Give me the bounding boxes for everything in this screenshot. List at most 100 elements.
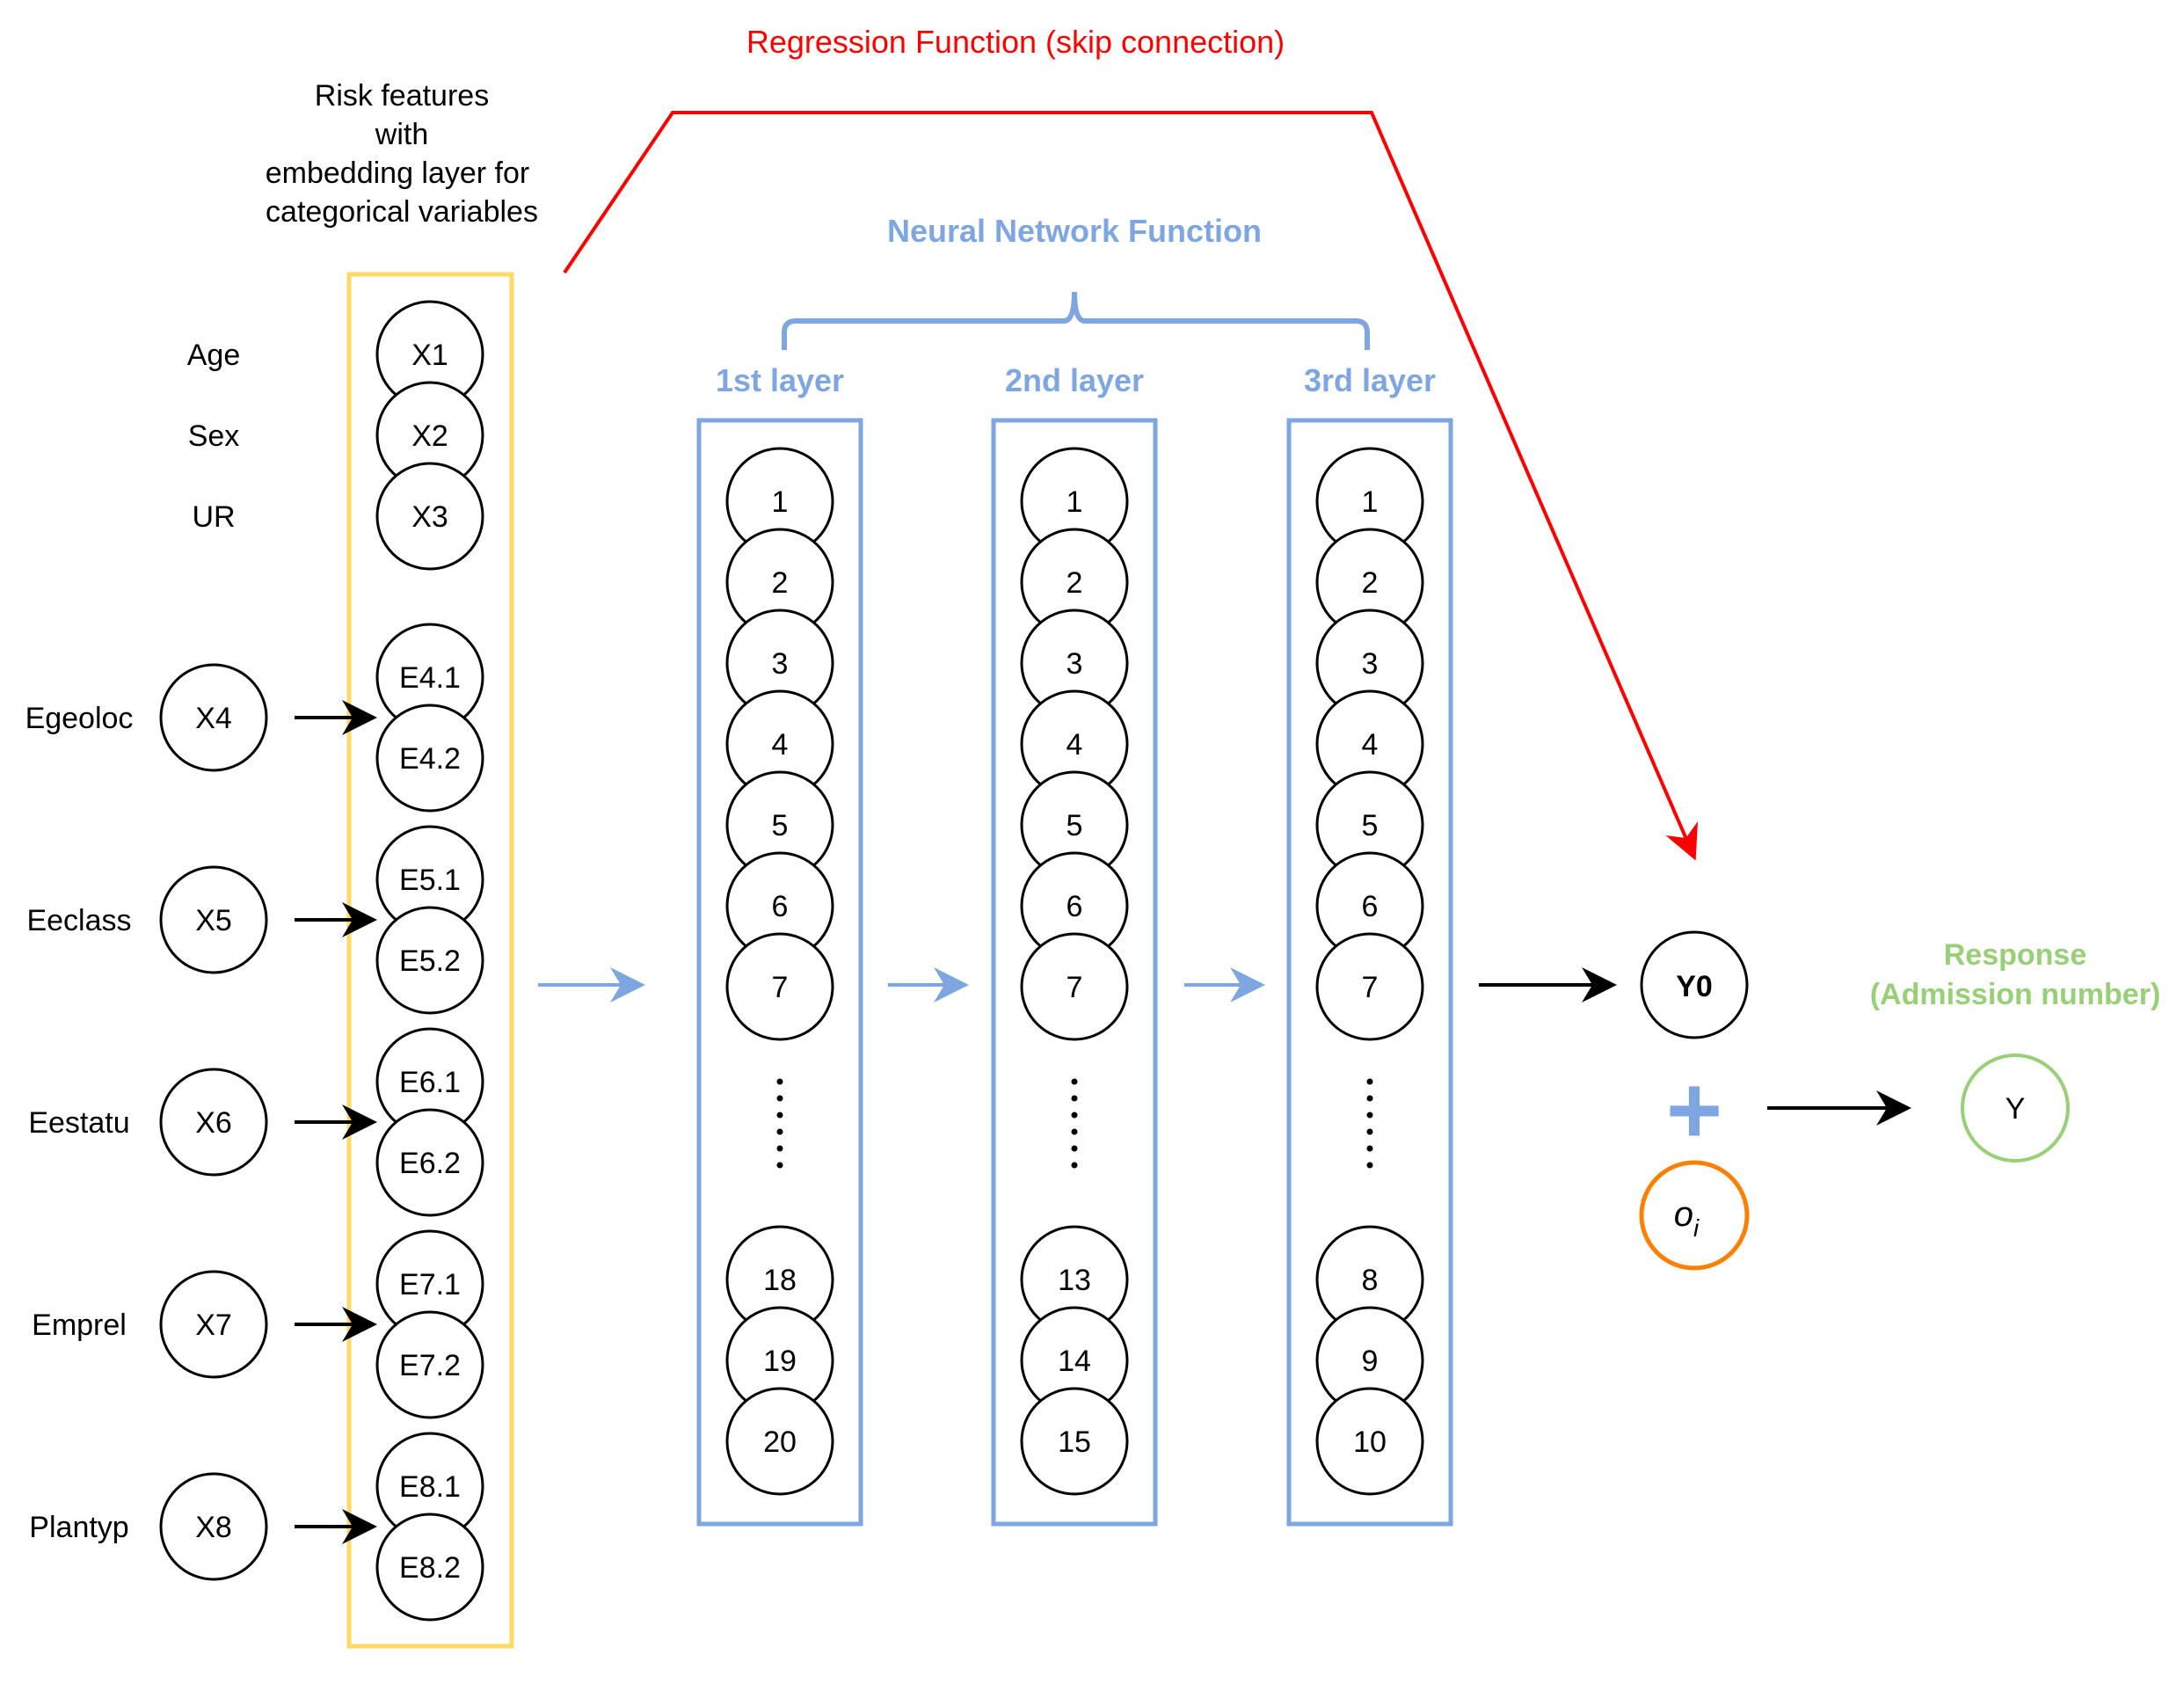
nn-layer-2-box [991,418,1158,1527]
categorical-label-eestatu: Eestatu [28,1106,129,1140]
nn-function-label: Neural Network Function [887,213,1262,249]
nn-layer-2-node-5-label: 5 [1067,809,1083,842]
input-heading-line-2: with [375,118,428,151]
embedding-node-e7-2-circle [375,1310,484,1419]
embedding-node-e8-2-label: E8.2 [399,1551,461,1585]
embedding-node-e6-1-label: E6.1 [399,1066,461,1099]
input-node-x3-label: X3 [411,500,448,534]
response-label-line-1: Response [1944,938,2087,972]
nn-layer-2-node-15-circle [1020,1387,1129,1496]
nn-layer-2-node-7-label: 7 [1067,971,1083,1004]
nn-layer-3-box [1286,418,1453,1527]
embedding-node-e5-2-circle [375,906,484,1015]
embedding-node-e8-2-circle [375,1513,484,1622]
embedding-node-e5-1-label: E5.1 [399,864,461,897]
nn-layer-2-ellipsis-dot [1071,1078,1078,1085]
input-node-x4-circle [159,663,268,772]
input-node-x3-circle [375,462,484,571]
nn-layer-1-ellipsis-dot [776,1162,783,1169]
embedding-panel [346,272,514,1649]
nn-layer-2-node-4-label: 4 [1067,728,1083,762]
embedding-node-e8-1-label: E8.1 [399,1470,461,1504]
nn-layer-2-node-15-label: 15 [1058,1425,1091,1459]
nn-layer-3-ellipsis-dot [1366,1128,1373,1135]
nn-layer-1-ellipsis-dot [776,1112,783,1119]
nn-layer-3-node-2-label: 2 [1362,566,1379,600]
nn-layer-3-node-7-circle [1315,932,1424,1041]
skip-connection-label: Regression Function (skip connection) [746,24,1285,60]
nn-layer-3-node-6-label: 6 [1362,890,1379,923]
embedding-node-e7-2-label: E7.2 [399,1349,461,1382]
input-node-x8-label: X8 [195,1511,232,1544]
nn-layer-3-node-3-label: 3 [1362,647,1379,681]
nn-layer-3-ellipsis-dot [1366,1162,1373,1169]
nn-layer-1-node-6-label: 6 [772,890,789,923]
y-node-label: Y [2006,1092,2026,1126]
nn-layer-1-node-20-circle [725,1387,834,1496]
categorical-label-plantyp: Plantyp [29,1511,128,1544]
input-heading-line-4: categorical variables [266,195,538,229]
nn-layer-1-node-5-label: 5 [772,809,789,842]
nn-layer-3-ellipsis-dot [1366,1078,1373,1085]
offset-node-label: oi [1674,1195,1700,1242]
input-label-age: Age [187,339,241,372]
nn-layer-2-ellipsis-dot [1071,1145,1078,1152]
nn-layer-2-node-6-label: 6 [1067,890,1083,923]
nn-layer-3-node-4-label: 4 [1362,728,1379,762]
input-node-x5-circle [159,865,268,974]
nn-layer-3-node-5-label: 5 [1362,809,1379,842]
nn-layer-1-node-4-label: 4 [772,728,789,762]
embedding-node-e6-2-label: E6.2 [399,1147,461,1180]
nn-layer-3-node-8-label: 8 [1362,1264,1379,1297]
input-panel-heading: Risk features with embedding layer for c… [266,79,538,229]
nn-layer-3-node-9-label: 9 [1362,1345,1379,1378]
nn-layer-1-label: 1st layer [716,362,844,398]
nn-layer-1-node-1-label: 1 [772,485,789,519]
input-node-x7-label: X7 [195,1309,232,1342]
nn-layer-1-ellipsis-dot [776,1145,783,1152]
nn-layer-1-node-7-label: 7 [772,971,789,1004]
input-node-x4-label: X4 [195,702,232,735]
embedding-node-e5-2-label: E5.2 [399,944,461,978]
nn-layer-1-ellipsis-dot [776,1095,783,1102]
input-label-ur: UR [192,500,235,534]
input-node-x6-label: X6 [195,1106,232,1140]
nn-layer-2-ellipsis-dot [1071,1095,1078,1102]
skip-connection-arrow [563,111,1699,861]
nn-layer-2-ellipsis-dot [1071,1128,1078,1135]
input-node-x6-circle [159,1068,268,1177]
nn-layer-3-ellipsis-dot [1366,1112,1373,1119]
nn-layer-3-node-10-label: 10 [1353,1425,1387,1459]
y-node [1961,1053,2070,1163]
nn-layer-3-node-7-label: 7 [1362,971,1379,1004]
input-heading-line-3: embedding layer for [266,157,530,190]
nn-layer-2-ellipsis-dot [1071,1162,1078,1169]
nn-layer-1-node-19-label: 19 [763,1345,797,1378]
categorical-label-eeclass: Eeclass [26,904,131,937]
embedding-node-e6-2-circle [375,1108,484,1217]
nn-layer-2-label: 2nd layer [1005,362,1144,398]
nn-layer-2-node-13-label: 13 [1058,1264,1091,1297]
nn-layer-1-node-7-circle [725,932,834,1041]
response-label-line-2: (Admission number) [1870,978,2161,1011]
nn-layer-1-ellipsis-dot [776,1078,783,1085]
nn-layer-2-node-14-label: 14 [1058,1345,1091,1378]
nn-layer-1-node-20-label: 20 [763,1425,797,1459]
y0-node [1640,930,1749,1039]
nn-layer-1-ellipsis-dot [776,1128,783,1135]
input-node-x2-label: X2 [411,419,448,453]
embedding-node-e4-2-label: E4.2 [399,742,461,776]
input-heading-line-1: Risk features [315,79,489,113]
input-node-x8-circle [159,1472,268,1581]
nn-layer-1-node-3-label: 3 [772,647,789,681]
embedding-node-e7-1-label: E7.1 [399,1268,461,1301]
nn-layer-1-node-2-label: 2 [772,566,789,600]
input-node-x5-label: X5 [195,904,232,937]
embedding-node-e4-1-label: E4.1 [399,661,461,695]
